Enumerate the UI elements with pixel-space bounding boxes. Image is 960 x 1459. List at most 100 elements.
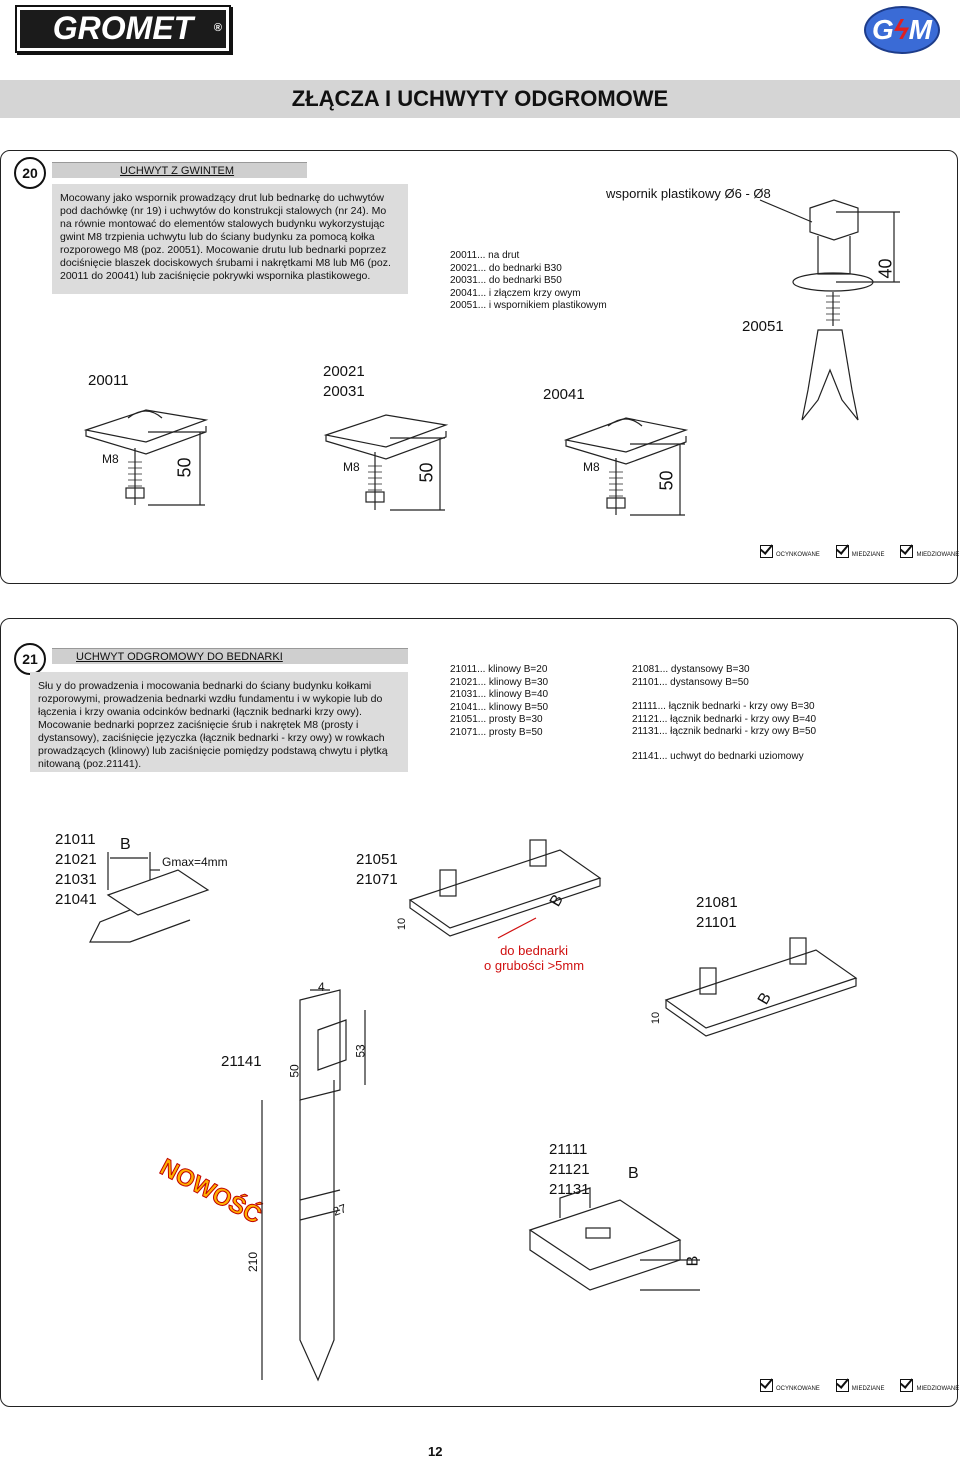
section-20-description: Mocowany jako wspornik prowadzący drut l…	[52, 184, 408, 294]
clamp-drawing-2	[323, 414, 449, 511]
code-line: 21051... prosty B=30	[450, 714, 543, 725]
product-code: 21081	[696, 894, 738, 911]
code-line: 21121... łącznik bednarki - krzy owy B=4…	[632, 713, 817, 725]
code-line: 20021... do bednarki B30	[450, 262, 562, 274]
section-20-number: 20	[14, 157, 46, 189]
code-line: 21011... klinowy B=20	[450, 664, 548, 675]
code-line: 20051... i wspornikiem plastikowym	[450, 300, 607, 311]
code-line: 21131... łącznik bednarki - krzy owy B=5…	[632, 726, 817, 737]
check-icon	[835, 545, 849, 558]
registered-mark: ®	[213, 22, 222, 34]
clamp-drawing-1	[83, 409, 209, 506]
cross-connector-drawing	[528, 1187, 700, 1291]
finish-galvanized: OCYNKOWANE	[760, 1379, 820, 1392]
m8-label: M8	[583, 460, 600, 474]
spacer-clamp-drawing	[664, 937, 858, 1037]
code-line: 21031... klinowy B=40	[450, 689, 549, 700]
gromet-logo: GROMET ®	[15, 5, 231, 53]
gmax-label: Gmax=4mm	[162, 855, 228, 869]
note-red: do bednarki o grubości >5mm	[484, 943, 584, 973]
title-bar: ZŁĄCZA I UCHWYTY ODGROMOWE	[0, 80, 960, 118]
logo-letter-m: M	[908, 14, 932, 45]
group-21051-21071: 21051 21071	[356, 850, 398, 890]
finish-copper-plated: MIEDZIOWANE	[900, 545, 959, 558]
m8-label: M8	[343, 460, 360, 474]
section-21-title-text: UCHWYT ODGROMOWY DO BEDNARKI	[76, 651, 283, 663]
logo-letter-g: G	[872, 14, 894, 45]
product-code: 21101	[696, 914, 737, 931]
clamp-drawing-3	[563, 417, 689, 516]
finish-label: OCYNKOWANE	[776, 1386, 820, 1392]
code-line: 21141... uchwyt do bednarki uziomowy	[632, 750, 804, 762]
finish-label: MIEDZIANE	[851, 1386, 885, 1392]
dim-b: B	[628, 1165, 639, 1182]
code-line: 20041... i złączem krzy owym	[450, 287, 581, 299]
straight-clamp-drawing	[408, 839, 602, 939]
ground-rod-clip-drawing	[261, 989, 366, 1382]
label-20041: 20041	[543, 386, 585, 403]
product-code: 21041	[55, 891, 97, 908]
label-20021: 20021	[323, 363, 365, 380]
section-21-title: UCHWYT ODGROMOWY DO BEDNARKI	[52, 648, 408, 664]
code-line: 21071... prosty B=50	[450, 726, 543, 738]
product-code: 21021	[55, 851, 97, 868]
section-20-codes: 20011... na drut 20021... do bednarki B3…	[450, 250, 607, 313]
check-icon	[900, 545, 914, 558]
section-21-codes-a: 21011... klinowy B=20 21021... klinowy B…	[450, 664, 548, 739]
support-label: wspornik plastikowy Ø6 - Ø8	[606, 186, 771, 201]
section-21-codes-b: 21081... dystansowy B=30 21101... dystan…	[632, 664, 816, 763]
group-21111-21131: 21111 21121 21131	[549, 1140, 590, 1200]
product-code: 21121	[549, 1161, 590, 1178]
section-20-title: UCHWYT Z GWINTEM	[52, 162, 307, 178]
code-line: 20031... do bednarki B50	[450, 275, 562, 286]
code-line: 21021... klinowy B=30	[450, 676, 549, 688]
section-21-finish-legend: OCYNKOWANE MIEDZIANE MIEDZIOWANE	[760, 1379, 959, 1392]
page-number: 12	[428, 1444, 443, 1459]
product-code: 21051	[356, 851, 398, 868]
code-line: 21041... klinowy B=50	[450, 701, 549, 713]
m8-label: M8	[102, 452, 119, 466]
code-line: 20011... na drut	[450, 250, 520, 261]
page-title: ZŁĄCZA I UCHWYTY ODGROMOWE	[291, 86, 669, 111]
finish-label: MIEDZIOWANE	[916, 552, 960, 558]
group-21081-21101: 21081 21101	[696, 893, 738, 933]
label-21141: 21141	[221, 1053, 262, 1070]
check-icon	[835, 1379, 849, 1392]
product-code: 21031	[55, 871, 97, 888]
code-line: 21111... łącznik bednarki - krzy owy B=3…	[632, 701, 815, 712]
check-icon	[900, 1379, 914, 1392]
note-line: o grubości >5mm	[484, 958, 585, 973]
wedge-clamp-drawing	[89, 852, 210, 943]
finish-copper: MIEDZIANE	[835, 545, 885, 558]
dim-b: B	[120, 836, 131, 853]
check-icon	[760, 1379, 773, 1392]
finish-label: MIEDZIOWANE	[916, 1386, 960, 1392]
dim-4: 4	[318, 980, 325, 994]
label-20011: 20011	[88, 372, 129, 389]
label-20031: 20031	[323, 383, 365, 400]
plastic-support-drawing	[759, 199, 900, 421]
label-20051: 20051	[742, 318, 784, 335]
finish-label: OCYNKOWANE	[776, 552, 820, 558]
group-21011-21041: 21011 21021 21031 21041	[55, 830, 97, 910]
finish-copper-plated: MIEDZIOWANE	[900, 1379, 959, 1392]
product-code: 21111	[549, 1141, 588, 1158]
finish-label: MIEDZIANE	[851, 552, 885, 558]
section-21-description: Słu y do prowadzenia i mocowania bednark…	[30, 672, 408, 772]
section-21-number: 21	[14, 643, 46, 675]
section-20-title-text: UCHWYT Z GWINTEM	[120, 165, 235, 177]
finish-galvanized: OCYNKOWANE	[760, 545, 820, 558]
product-code: 21011	[55, 831, 96, 848]
product-code: 21131	[549, 1181, 590, 1198]
check-icon	[760, 545, 773, 558]
gm-logo: GϟM	[864, 6, 940, 54]
brand-name: GROMET	[52, 10, 194, 46]
finish-copper: MIEDZIANE	[835, 1379, 885, 1392]
code-line: 21101... dystansowy B=50	[632, 676, 749, 688]
note-line: do bednarki	[500, 943, 569, 958]
section-20-finish-legend: OCYNKOWANE MIEDZIANE MIEDZIOWANE	[760, 545, 959, 558]
code-line: 21081... dystansowy B=30	[632, 664, 750, 675]
product-code: 21071	[356, 871, 398, 888]
logo-bolt-icon: ϟ	[893, 14, 909, 45]
